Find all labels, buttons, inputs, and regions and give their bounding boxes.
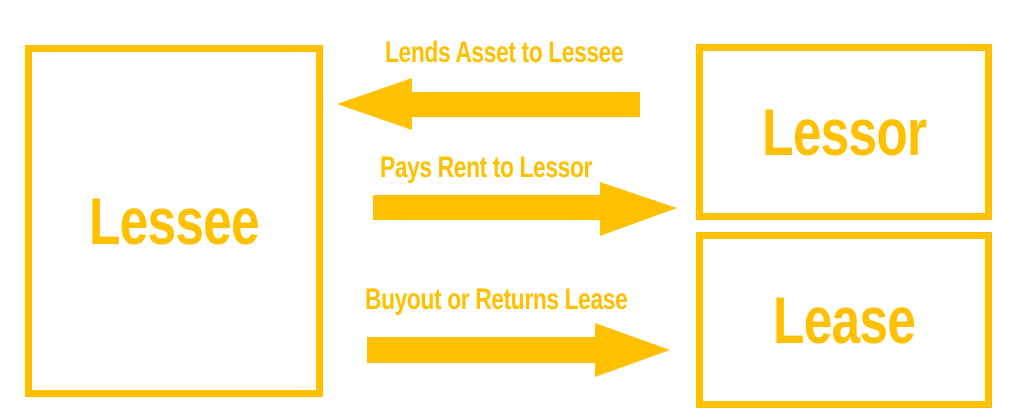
lessee-label: Lessee [89, 184, 260, 258]
lessor-box: Lessor [696, 44, 992, 220]
arrow-pays-rent [373, 182, 677, 236]
lessee-box: Lessee [25, 45, 323, 397]
arrow-buyout-returns [367, 323, 670, 377]
lease-label: Lease [772, 283, 916, 357]
arrow-lends-asset [337, 78, 640, 130]
arrow-label-pays-rent: Pays Rent to Lessor [380, 151, 592, 184]
lessor-label: Lessor [761, 95, 927, 169]
lease-box: Lease [696, 232, 992, 408]
arrow-label-buyout-returns: Buyout or Returns Lease [365, 283, 628, 316]
arrow-label-lends-asset: Lends Asset to Lessee [385, 36, 624, 69]
